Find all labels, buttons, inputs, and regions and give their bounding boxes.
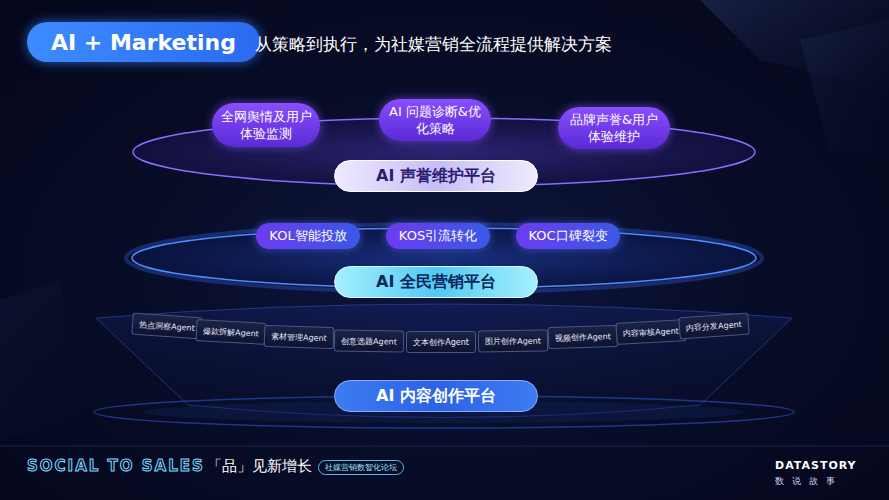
feature-pill: KOC口碑裂变 bbox=[516, 223, 620, 249]
node-text: 文本创作Agent bbox=[413, 337, 469, 348]
glass-panels bbox=[0, 0, 889, 440]
node-text: 全网舆情及用户体验监测 bbox=[220, 108, 312, 142]
node-text: 品牌声誉&用户体验维护 bbox=[566, 111, 662, 145]
node-text: AI 内容创作平台 bbox=[376, 386, 496, 407]
platform-pill: AI 内容创作平台 bbox=[334, 380, 538, 412]
title-pill: AI + Marketing bbox=[27, 22, 260, 62]
agent-card: 素材管理Agent bbox=[264, 325, 335, 349]
feature-pill: KOL智能投放 bbox=[256, 223, 360, 249]
agent-card: 爆款拆解Agent bbox=[195, 319, 266, 345]
agent-card: 图片创作Agent bbox=[478, 329, 548, 352]
platform-pill: AI 声誉维护平台 bbox=[334, 160, 538, 192]
agent-card: 内容审核Agent bbox=[615, 319, 686, 345]
footer-slogan: 「品」见新增长 bbox=[207, 457, 312, 476]
node-text: 素材管理Agent bbox=[271, 331, 327, 344]
node-text: AI 全民营销平台 bbox=[376, 272, 496, 293]
node-text: KOS引流转化 bbox=[399, 227, 477, 245]
logo-text: 数说故事 bbox=[775, 475, 843, 488]
agent-card: 热点洞察Agent bbox=[131, 313, 202, 340]
logo-text: DATASTORY bbox=[775, 459, 857, 472]
feature-pill: 品牌声誉&用户体验维护 bbox=[558, 107, 670, 149]
node-text: 爆款拆解Agent bbox=[203, 325, 259, 339]
agent-card: 内容分发Agent bbox=[678, 313, 749, 340]
footer-brand: SOCIAL TO SALES bbox=[27, 457, 205, 475]
feature-pill: KOS引流转化 bbox=[386, 223, 490, 249]
node-text: AI 声誉维护平台 bbox=[376, 166, 496, 187]
node-text: 创意选题Agent bbox=[341, 335, 397, 347]
platform-pill: AI 全民营销平台 bbox=[334, 266, 538, 298]
node-text: 内容审核Agent bbox=[623, 325, 679, 339]
agent-card: 创意选题Agent bbox=[334, 329, 404, 352]
subtitle: 从策略到执行，为社媒营销全流程提供解决方案 bbox=[255, 33, 612, 56]
agent-card: 文本创作Agent bbox=[406, 331, 476, 353]
feature-pill: 全网舆情及用户体验监测 bbox=[212, 103, 320, 147]
node-text: 视频创作Agent bbox=[555, 331, 611, 344]
title-text: AI + Marketing bbox=[51, 30, 236, 55]
forum-tag: 社媒营销数智化论坛 bbox=[318, 460, 404, 475]
node-text: 内容分发Agent bbox=[686, 319, 742, 334]
node-text: 图片创作Agent bbox=[485, 335, 541, 347]
node-text: KOC口碑裂变 bbox=[528, 227, 607, 245]
node-text: 热点洞察Agent bbox=[139, 319, 195, 334]
node-text: KOL智能投放 bbox=[269, 227, 346, 245]
node-text: AI 问题诊断&优化策略 bbox=[387, 103, 483, 137]
agent-card: 视频创作Agent bbox=[548, 325, 619, 349]
feature-pill: AI 问题诊断&优化策略 bbox=[379, 99, 491, 141]
